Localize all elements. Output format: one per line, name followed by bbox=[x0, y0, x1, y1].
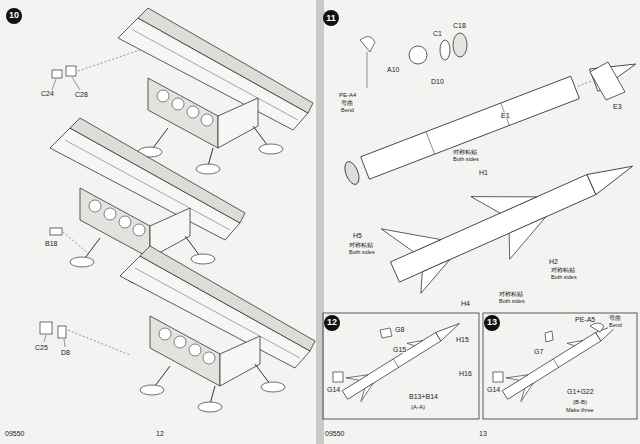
part-label: 对称粘贴 bbox=[550, 268, 576, 274]
part-label: H15 bbox=[455, 336, 470, 343]
part-label: G1+G22 bbox=[566, 388, 595, 395]
part-label: H5 bbox=[352, 232, 363, 239]
part-label: PE-A5 bbox=[574, 316, 596, 323]
part-label: Bend bbox=[608, 323, 623, 329]
step-number-text: 10 bbox=[9, 11, 19, 20]
part-label: D10 bbox=[430, 78, 445, 85]
part-label: C28 bbox=[74, 91, 89, 98]
part-label: (A-A) bbox=[410, 404, 426, 410]
step-number: 11 bbox=[323, 10, 339, 26]
part-label: E3 bbox=[612, 103, 623, 110]
step-number-text: 13 bbox=[487, 318, 497, 327]
step-number: 10 bbox=[6, 8, 22, 24]
part-label: Bend bbox=[340, 108, 355, 114]
part-label: 弯曲 bbox=[340, 101, 354, 107]
part-label: 弯曲 bbox=[608, 316, 622, 322]
part-label: Make three bbox=[565, 408, 595, 414]
part-label: B18 bbox=[44, 240, 58, 247]
part-label: (B-B) bbox=[572, 399, 588, 405]
part-label: 对称粘贴 bbox=[348, 243, 374, 249]
part-label: C25 bbox=[34, 344, 49, 351]
part-label: A10 bbox=[386, 66, 400, 73]
step-number-text: 12 bbox=[327, 318, 337, 327]
part-label: C24 bbox=[40, 90, 55, 97]
step-number-text: 11 bbox=[326, 14, 336, 23]
part-label: Both sides bbox=[452, 157, 480, 163]
page-footer: 09550 bbox=[324, 430, 345, 437]
part-label: PE-A4 bbox=[338, 92, 357, 98]
part-label: H4 bbox=[460, 300, 471, 307]
part-label: B13+B14 bbox=[408, 393, 439, 400]
step-number: 13 bbox=[484, 315, 500, 331]
part-label: Both sides bbox=[348, 250, 376, 256]
page-footer: 09550 bbox=[4, 430, 25, 437]
part-label: G15 bbox=[392, 346, 407, 353]
part-label: G14 bbox=[326, 386, 341, 393]
part-label: Both sides bbox=[498, 299, 526, 305]
part-label: G14 bbox=[486, 386, 501, 393]
part-label: G8 bbox=[394, 326, 405, 333]
part-label: D8 bbox=[60, 349, 71, 356]
part-label: H2 bbox=[548, 258, 559, 265]
part-label: Both sides bbox=[550, 275, 578, 281]
page-footer: 12 bbox=[155, 430, 165, 437]
part-label: C1 bbox=[432, 30, 443, 37]
part-label: H1 bbox=[478, 169, 489, 176]
part-label: 对称粘贴 bbox=[452, 150, 478, 156]
page-footer: 13 bbox=[478, 430, 488, 437]
part-label: G7 bbox=[533, 348, 544, 355]
step-number: 12 bbox=[324, 315, 340, 331]
part-label: E1 bbox=[500, 112, 511, 119]
part-label: H16 bbox=[458, 370, 473, 377]
part-label: C18 bbox=[452, 22, 467, 29]
part-label: 对称粘贴 bbox=[498, 292, 524, 298]
